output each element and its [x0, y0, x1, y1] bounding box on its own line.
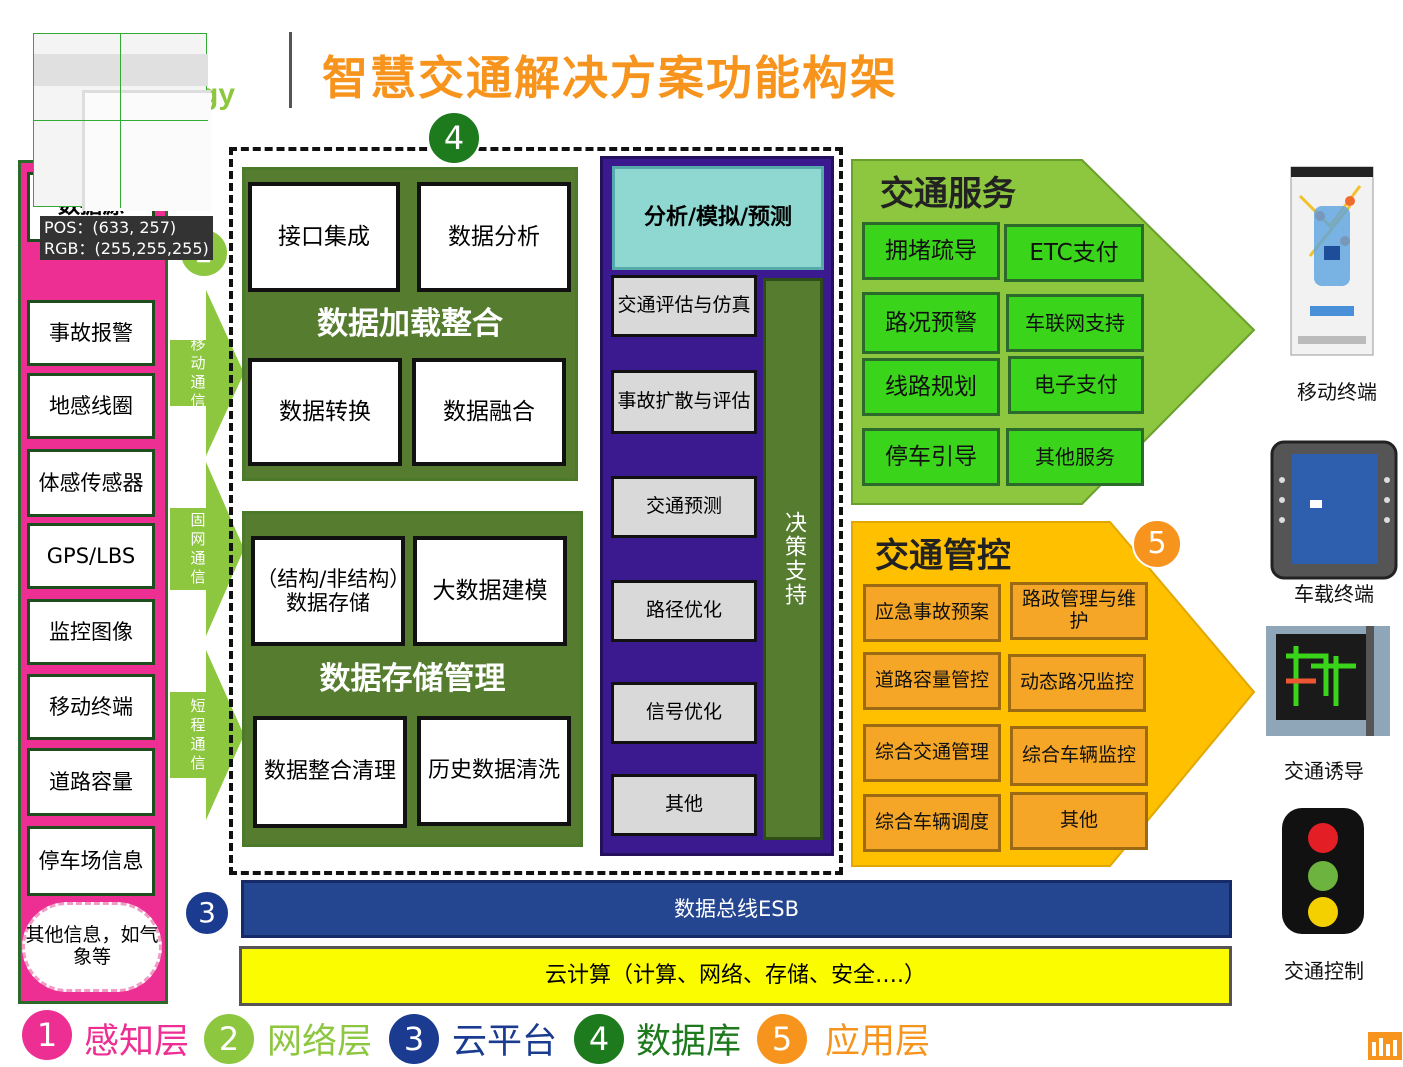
sensor-item: GPS/LBS — [27, 523, 155, 589]
service-item: 拥堵疏导 — [862, 222, 1000, 280]
control-item: 综合车辆监控 — [1010, 726, 1148, 786]
legend-circle: 3 — [389, 1014, 439, 1064]
analysis-item: 路径优化 — [611, 580, 757, 642]
cloud-platform-badge: 3 — [184, 890, 230, 936]
service-title: 交通服务 — [880, 174, 1016, 214]
load-item: 数据转换 — [248, 358, 402, 466]
service-item: ETC支付 — [1004, 224, 1144, 282]
sensor-item: 事故报警 — [27, 300, 155, 366]
device-label: 车载终端 — [1294, 582, 1374, 606]
rgb-readout: RGB：(255,255,255) — [44, 239, 209, 258]
legend-label: 数据库 — [636, 1022, 742, 1062]
control-item: 综合交通管理 — [863, 724, 1001, 782]
traffic-light-image — [1282, 808, 1364, 934]
load-item: 数据分析 — [417, 182, 571, 292]
sensor-item: 地感线圈 — [27, 373, 155, 439]
sensor-item: 移动终端 — [27, 674, 155, 740]
data-load-title: 数据加载整合 — [317, 306, 503, 343]
service-item: 电子支付 — [1008, 356, 1144, 414]
legend-circle: 5 — [757, 1014, 807, 1064]
sensor-item: 停车场信息 — [27, 826, 155, 896]
application-badge: 5 — [1132, 519, 1182, 569]
mobile-terminal-image — [1290, 166, 1374, 356]
pixel-readout: POS：(633, 257) RGB：(255,255,255) — [40, 216, 213, 260]
storage-item: 数据整合清理 — [253, 716, 407, 828]
analysis-item: 事故扩散与评估 — [611, 370, 757, 434]
magnifier-overlay — [33, 33, 211, 211]
cloud-computing-bar: 云计算（计算、网络、存储、安全….） — [239, 946, 1232, 1006]
service-item: 路况预警 — [862, 292, 1000, 354]
analysis-item: 其他 — [611, 774, 757, 836]
other-info-cloud: 其他信息，如气象等 — [22, 902, 162, 992]
legend-circle: 1 — [22, 1010, 72, 1060]
control-item: 动态路况监控 — [1008, 654, 1146, 712]
service-item: 停车引导 — [862, 428, 1000, 486]
legend-circle: 2 — [204, 1014, 254, 1064]
short-comm-arrow: 短程通信 — [170, 650, 244, 820]
esb-bar: 数据总线ESB — [241, 880, 1232, 938]
fixed-comm-arrow: 固网通信 — [170, 462, 244, 636]
service-item: 车联网支持 — [1006, 294, 1144, 352]
analysis-item: 信号优化 — [611, 682, 757, 744]
control-item: 路政管理与维护 — [1010, 582, 1148, 640]
arrow-label: 移动通信 — [190, 335, 206, 410]
legend-circle: 4 — [574, 1014, 624, 1064]
storage-item: 历史数据清洗 — [417, 716, 571, 826]
traffic-guidance-image — [1266, 626, 1390, 736]
control-title: 交通管控 — [875, 536, 1011, 576]
service-item: 其他服务 — [1006, 428, 1144, 486]
page-title: 智慧交通解决方案功能构架 — [322, 51, 898, 105]
database-badge: 4 — [427, 111, 481, 165]
device-label: 移动终端 — [1297, 380, 1377, 404]
sensor-item: 道路容量 — [27, 748, 155, 816]
mobile-comm-arrow: 移动通信 — [170, 290, 244, 456]
service-item: 线路规划 — [862, 358, 1000, 416]
load-item: 数据融合 — [412, 358, 566, 466]
control-item: 道路容量管控 — [863, 652, 1001, 710]
sensor-item: 体感传感器 — [27, 449, 155, 517]
analysis-item: 交通评估与仿真 — [611, 275, 757, 337]
device-label: 交通控制 — [1284, 959, 1364, 983]
storage-item: （结构/非结构）数据存储 — [251, 536, 405, 646]
device-label: 交通诱导 — [1284, 759, 1364, 783]
control-item: 综合车辆调度 — [863, 794, 1001, 852]
arrow-label: 固网通信 — [190, 511, 206, 586]
legend-label: 网络层 — [267, 1022, 373, 1062]
analysis-item: 交通预测 — [611, 476, 757, 538]
sensor-item: 监控图像 — [27, 599, 155, 665]
data-storage-title: 数据存储管理 — [319, 661, 506, 698]
load-item: 接口集成 — [248, 182, 400, 292]
storage-item: 大数据建模 — [413, 536, 567, 646]
vehicle-terminal-image — [1270, 440, 1398, 580]
arrow-label: 短程通信 — [190, 697, 206, 772]
legend-label: 应用层 — [825, 1022, 931, 1062]
legend-label: 感知层 — [84, 1022, 190, 1062]
analysis-title: 分析/模拟/预测 — [612, 166, 824, 270]
legend-label: 云平台 — [452, 1022, 558, 1062]
control-item: 应急事故预案 — [863, 584, 1001, 642]
database-frame — [229, 147, 843, 875]
pos-readout: POS：(633, 257) — [44, 218, 177, 237]
control-item: 其他 — [1010, 792, 1148, 850]
title-separator — [289, 32, 292, 108]
corner-logo-icon — [1368, 1032, 1402, 1060]
decision-support: 决策支持 — [763, 278, 823, 840]
